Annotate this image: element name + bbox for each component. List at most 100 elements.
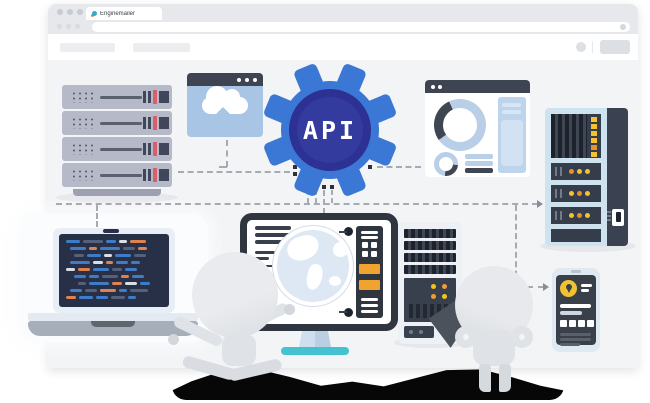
jumping-character xyxy=(166,252,296,394)
stat-bar xyxy=(465,168,493,173)
toolbar-button[interactable] xyxy=(600,40,630,54)
tab-title: Enginemailer xyxy=(100,10,136,17)
rack-body xyxy=(545,108,607,246)
stat-bar xyxy=(465,161,493,166)
donut-chart-small xyxy=(434,152,458,176)
profile-icon[interactable] xyxy=(620,24,626,30)
mobile-phone xyxy=(552,268,600,352)
character-leg xyxy=(479,364,491,392)
code-screen xyxy=(59,234,169,307)
toolbar xyxy=(48,34,638,60)
code-line xyxy=(70,289,162,292)
connector-line xyxy=(323,190,325,214)
window-controls[interactable] xyxy=(57,9,83,15)
code-line xyxy=(70,247,162,250)
code-line xyxy=(74,254,162,257)
connector-line xyxy=(219,166,227,168)
browser-tab[interactable]: Enginemailer xyxy=(86,7,162,20)
laptop-base xyxy=(28,321,198,336)
connector-node xyxy=(344,227,353,236)
dashboard-window xyxy=(425,80,530,177)
rack-side-panel xyxy=(607,108,628,246)
rack-slot xyxy=(551,163,601,180)
character-leg xyxy=(499,364,511,392)
arrowhead-icon xyxy=(543,283,553,291)
server-tower xyxy=(398,222,462,344)
standing-character xyxy=(443,266,553,398)
connector-line xyxy=(56,203,538,205)
toolbar-placeholder xyxy=(133,43,190,52)
nav-buttons[interactable] xyxy=(57,24,80,29)
connector-dot xyxy=(293,172,297,176)
trackpad-notch xyxy=(91,321,135,327)
rack-slot xyxy=(551,185,601,202)
connector-line xyxy=(515,205,517,286)
server-stack xyxy=(62,85,172,196)
code-laptop xyxy=(53,228,175,313)
shadow xyxy=(56,192,178,203)
vent-dots-icon xyxy=(71,91,93,103)
address-row xyxy=(48,20,638,34)
connector-node xyxy=(344,308,353,317)
monitor-base xyxy=(281,347,349,355)
api-label: API xyxy=(303,116,357,145)
code-line xyxy=(74,275,162,278)
orange-indicator xyxy=(359,280,380,290)
upload-arrow-stem xyxy=(220,112,226,118)
webcam-icon xyxy=(103,229,119,233)
control-panel xyxy=(356,226,383,318)
character-head xyxy=(192,252,278,338)
server-unit xyxy=(62,85,172,109)
speaker-icon xyxy=(571,270,581,273)
phone-screen xyxy=(556,275,596,346)
api-gear: API xyxy=(264,64,396,196)
globe-monitor xyxy=(240,213,398,331)
rack-led-column xyxy=(587,114,601,158)
monitor-stand xyxy=(299,330,331,347)
server-base xyxy=(73,189,161,196)
connector-line xyxy=(315,190,317,203)
connector-dot xyxy=(368,165,372,169)
code-line xyxy=(70,261,162,264)
favicon-icon xyxy=(91,10,97,17)
cloud-upload-icon xyxy=(202,86,248,114)
connector-line xyxy=(307,190,309,203)
stat-bar xyxy=(465,154,493,159)
character-arm-loop xyxy=(511,326,533,348)
orange-indicator xyxy=(359,264,380,274)
tower-drive-bay xyxy=(404,326,434,338)
character-body xyxy=(473,330,515,366)
connector-line xyxy=(96,205,98,227)
laptop-hinge xyxy=(28,313,198,321)
server-unit xyxy=(62,163,172,187)
donut-chart xyxy=(434,99,486,151)
upload-arrow-icon xyxy=(216,100,230,114)
location-pin-icon xyxy=(560,280,577,297)
avatar-icon[interactable] xyxy=(576,42,586,52)
connector-line xyxy=(331,190,333,203)
divider xyxy=(592,41,593,53)
code-line xyxy=(66,296,162,299)
connector-dot xyxy=(330,185,334,189)
address-bar[interactable] xyxy=(92,22,630,32)
window-header xyxy=(187,73,263,86)
character-body xyxy=(222,334,256,366)
character-hand xyxy=(284,304,295,315)
rack-slot xyxy=(551,207,601,224)
window-header xyxy=(425,80,530,93)
connector-line xyxy=(226,140,228,167)
server-unit xyxy=(62,137,172,161)
server-unit xyxy=(62,111,172,135)
connector-dot xyxy=(293,165,297,169)
code-line xyxy=(66,240,162,243)
arrowhead-icon xyxy=(537,200,547,208)
code-line xyxy=(66,268,162,271)
side-panel xyxy=(498,97,526,173)
connector-line xyxy=(377,166,421,168)
connector-dot xyxy=(322,185,326,189)
tab-strip: Enginemailer xyxy=(48,4,638,20)
code-line xyxy=(78,282,162,285)
rack-vent xyxy=(551,229,601,242)
rack-top-module xyxy=(551,114,587,158)
